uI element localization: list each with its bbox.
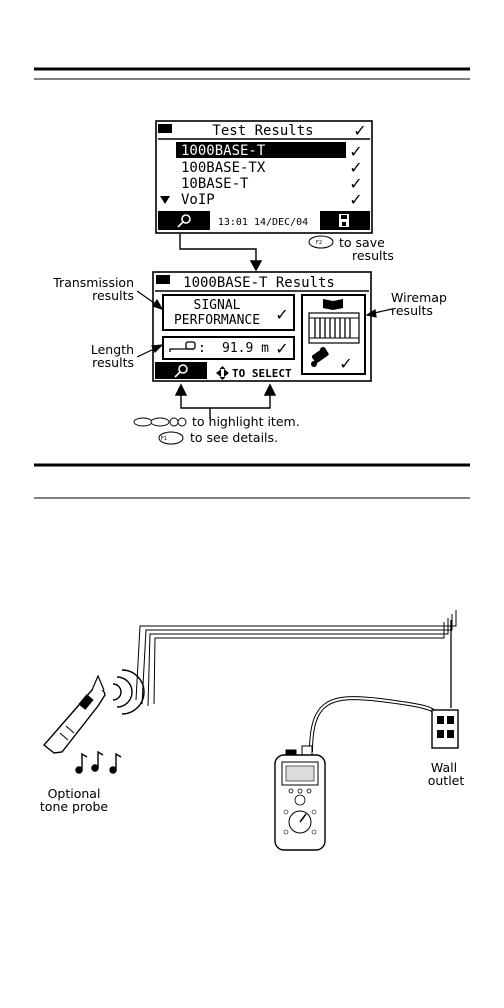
select-hint: TO SELECT — [232, 367, 292, 380]
check-mark: ✓ — [275, 305, 288, 324]
wiremap-graphic — [309, 313, 359, 343]
list-item[interactable]: 100BASE-TX — [181, 160, 266, 176]
details-note: to see details. — [190, 430, 278, 445]
sound-waves-icon — [113, 670, 144, 714]
save-icon — [339, 214, 349, 227]
signal-line1: SIGNAL — [194, 298, 241, 313]
cable-tester-device — [275, 746, 325, 850]
svg-text:F1: F1 — [161, 436, 167, 442]
screen2-title: 1000BASE-T Results — [183, 275, 335, 291]
battery-icon — [156, 275, 170, 284]
list-item[interactable]: 10BASE-T — [181, 176, 249, 192]
magnifier-softkey[interactable] — [158, 211, 210, 230]
wiremap-label-line2: results — [391, 303, 433, 318]
check-mark: ✓ — [339, 354, 352, 373]
save-note-line2: results — [352, 248, 394, 263]
battery-icon — [158, 124, 172, 133]
length-value: 91.9 m — [222, 341, 269, 356]
check-mark: ✓ — [275, 339, 288, 358]
f1-key: F1 — [159, 432, 183, 444]
flow-arrow — [180, 234, 261, 270]
length-label: : — [198, 341, 206, 356]
list-item[interactable]: 1000BASE-T — [181, 143, 266, 159]
svg-text:F2: F2 — [316, 240, 322, 246]
highlight-note: to highlight item. — [192, 414, 300, 429]
cable-bundle — [136, 610, 456, 708]
music-notes-icon — [76, 752, 121, 773]
timestamp: 13:01 14/DEC/04 — [218, 217, 308, 228]
magnifier-softkey[interactable] — [155, 362, 207, 379]
check-mark: ✓ — [353, 121, 366, 140]
signal-line2: PERFORMANCE — [174, 313, 260, 328]
outlet-label-line2: outlet — [428, 773, 465, 788]
length-label-line2: results — [92, 355, 134, 370]
tone-probe — [44, 676, 105, 753]
list-item[interactable]: VoIP — [181, 192, 215, 208]
check-mark: ✓ — [349, 190, 362, 209]
tester-cable — [311, 698, 436, 752]
probe-label-line2: tone probe — [40, 799, 109, 814]
f2-key: F2 — [309, 236, 333, 248]
results-screen: 1000BASE-T Results SIGNAL PERFORMANCE ✓ … — [153, 272, 371, 381]
test-results-screen: Test Results ✓ 1000BASE-T ✓ 100BASE-TX ✓… — [156, 121, 372, 233]
screen1-title: Test Results — [212, 123, 313, 139]
wall-outlet — [432, 710, 458, 748]
arrow-keys-graphic — [134, 418, 186, 426]
transmission-label-line2: results — [92, 288, 134, 303]
